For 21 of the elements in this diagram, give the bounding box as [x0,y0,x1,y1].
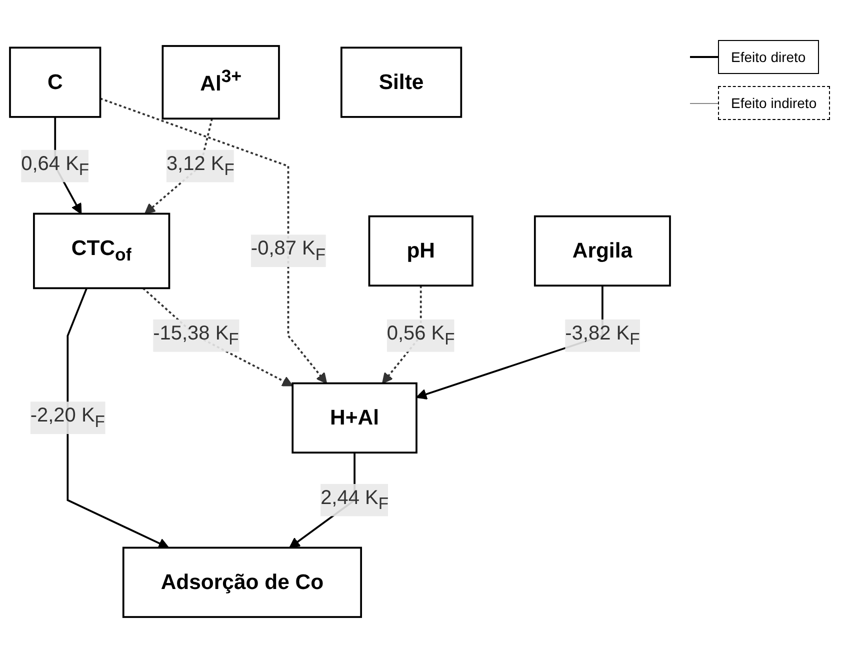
node-box: Argila [534,214,671,286]
edge-label: -3,82 K$_{F}$ [565,322,640,348]
node-box: Adsorção de Co [122,546,362,618]
node-box: Al$^{3+}$ [162,44,280,120]
legend-label: Efeito indireto [718,86,830,120]
edge-label: -2,20 K$_{F}$ [30,404,105,430]
edge-label: -15,38 K$_{F}$ [153,322,239,348]
node-box: C [9,46,102,118]
node-box: H+Al [292,382,418,454]
node-box: Silte [340,46,462,118]
arrow [142,287,294,386]
legend-label: Efeito direto [718,40,819,74]
edge-label: 2,44 K$_{F}$ [320,487,389,512]
node-box: pH [368,214,474,286]
node-box: CTC$_{of}$ [33,212,170,289]
edge-label: -0,87 K$_{F}$ [250,238,326,264]
edge-label: 0,56 K$_{F}$ [386,322,455,348]
arrow [66,287,170,548]
arrow [100,97,328,384]
edge-label: 0,64 K$_{F}$ [21,153,90,178]
edge-label: 3,12 K$_{F}$ [166,153,234,178]
